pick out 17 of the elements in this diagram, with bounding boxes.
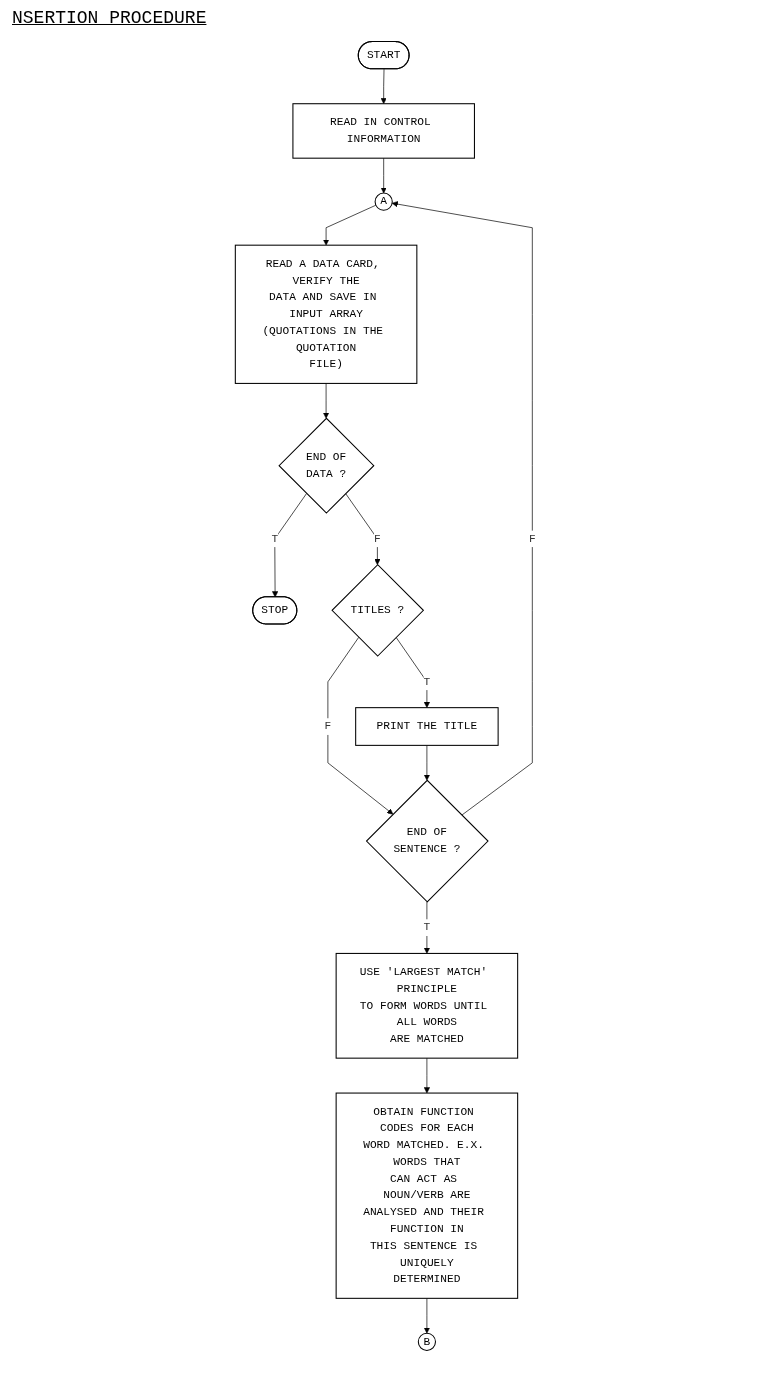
node-box: PRINT THE TITLE	[355, 707, 499, 746]
node-box: READ IN CONTROL INFORMATION	[292, 103, 475, 159]
node-circle: A	[374, 192, 393, 211]
edge-label: T	[271, 532, 279, 546]
edge-label: T	[423, 675, 431, 689]
edge-label: F	[374, 532, 381, 546]
edge-label: T	[423, 921, 431, 934]
node-diamond: TITLES ?	[331, 563, 425, 657]
node-circle: B	[417, 1332, 436, 1351]
node-box: READ A DATA CARD, VERIFY THE DATA AND SAVE IN INPUT ARRAY (QUOTATIONS IN THE QUOTATION FILE)	[234, 244, 418, 384]
node-diamond: END OF SENTENCE ?	[365, 779, 489, 903]
diagram-title: NSERTION PROCEDURE	[11, 7, 208, 30]
node-box: USE 'LARGEST MATCH' PRINCIPLE TO FORM WORDS UNTIL ALL WORDS ARE MATCHED	[335, 952, 519, 1059]
edge-label: F	[324, 720, 332, 733]
node-box: OBTAIN FUNCTION CODES FOR EACH WORD MATCHED. E.X. WORDS THAT CAN ACT AS NOUN/VERB ARE ANALYSED AND THEIR FUNCTION IN THIS SENTENCE IS UNIQUELY DETERMINED	[335, 1092, 519, 1299]
node-diamond: END OF DATA ?	[278, 417, 375, 514]
edge-label: F	[528, 532, 536, 546]
